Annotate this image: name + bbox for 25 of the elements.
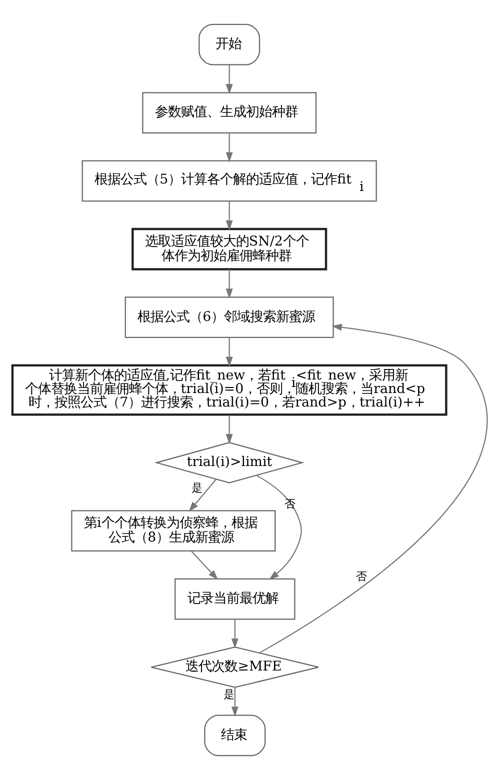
edge-label: 是 bbox=[224, 688, 235, 701]
node-box: 参数赋值、生成初始种群 bbox=[142, 92, 317, 133]
arrow bbox=[188, 478, 217, 512]
node-box: 结束 bbox=[204, 714, 266, 756]
arrow bbox=[226, 200, 233, 230]
arrow bbox=[226, 337, 233, 366]
node-box: 第i个个体转换为侦察蜂，根据公式（8）生成新蜜源 bbox=[71, 510, 276, 552]
node-box: 根据公式（6）邻域搜索新蜜源 bbox=[124, 296, 334, 338]
arrow bbox=[260, 323, 488, 653]
arrow bbox=[190, 550, 218, 580]
arrow bbox=[226, 414, 233, 444]
arrow bbox=[226, 64, 233, 94]
edge-label: 否 bbox=[284, 497, 296, 510]
edge-label: 是 bbox=[192, 481, 203, 494]
node-diamond: trial(i)>limit bbox=[154, 441, 304, 483]
arrow bbox=[231, 686, 238, 716]
edge-label: 否 bbox=[356, 569, 368, 582]
arrow bbox=[226, 268, 233, 298]
node-box: 选取适应值较大的SN/2个个体作为初始雇佣蜂种群 bbox=[132, 227, 328, 270]
node-box: 记录当前最优解 bbox=[174, 578, 296, 620]
arrow bbox=[256, 474, 302, 580]
arrow bbox=[231, 618, 238, 648]
node-box: 开始 bbox=[198, 23, 260, 65]
arrow bbox=[226, 132, 233, 162]
node-diamond: 迭代次数≥MFE bbox=[150, 646, 320, 688]
